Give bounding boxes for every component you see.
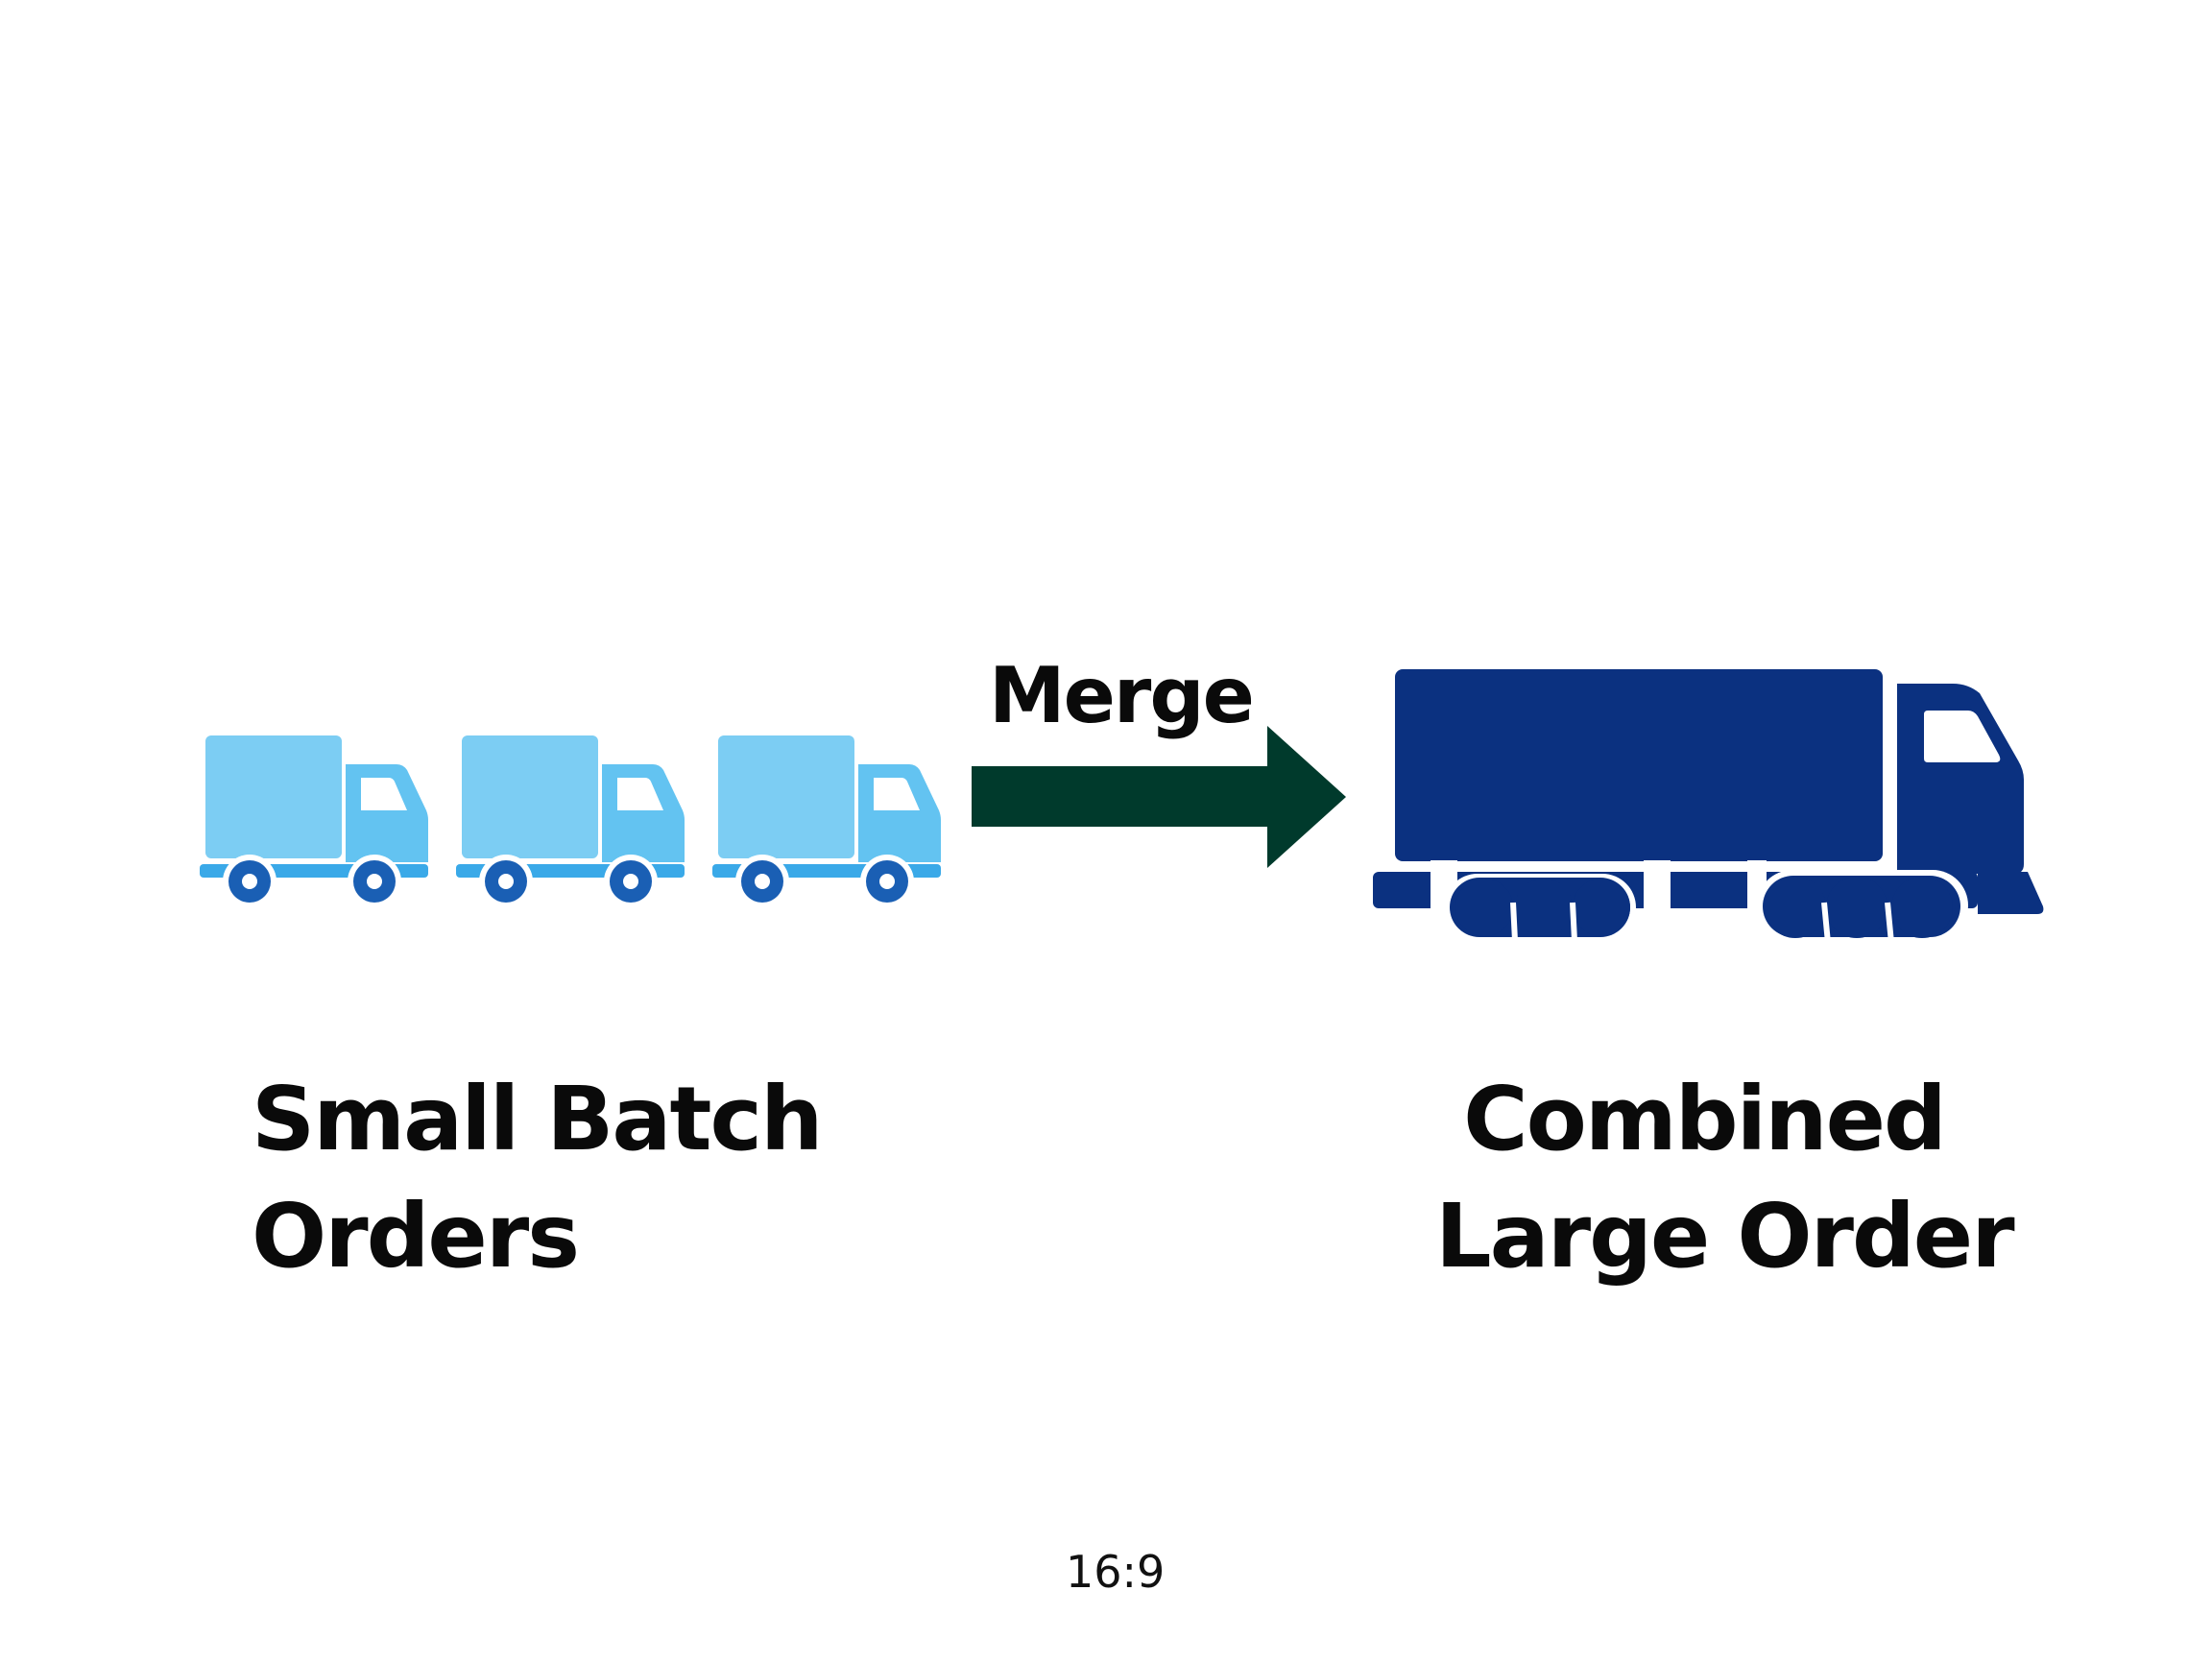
target-label-line1: Combined — [1463, 1068, 1947, 1170]
source-label: Small Batch Orders — [252, 1061, 824, 1295]
source-label-line2: Orders — [252, 1185, 580, 1288]
small-truck-icon — [200, 735, 428, 908]
aspect-ratio-caption: 16:9 — [1066, 1546, 1166, 1598]
right-arrow-icon — [972, 726, 1346, 868]
merge-label: Merge — [989, 651, 1255, 740]
source-label-line1: Small Batch — [252, 1068, 824, 1170]
semi-truck-icon — [1373, 669, 2044, 944]
target-label: Combined Large Order — [1435, 1061, 2015, 1295]
target-label-line2: Large Order — [1435, 1185, 2015, 1288]
small-truck-icon — [456, 735, 685, 908]
small-truck-icon — [712, 735, 941, 908]
